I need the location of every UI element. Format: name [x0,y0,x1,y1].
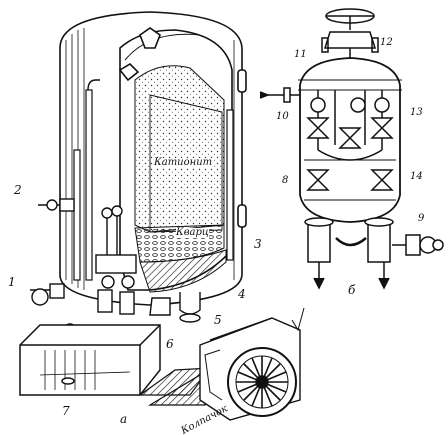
callout-3: 3 [254,237,262,251]
callout-6: 6 [166,337,174,351]
callout-10: 10 [276,111,289,122]
layer-label-quartz: Кварц [176,227,209,238]
callout-14: 14 [410,171,423,182]
callout-9: 9 [418,213,425,224]
callout-13: 13 [410,107,423,118]
callout-12: 12 [380,37,393,48]
filter-tank [59,11,247,306]
collection-tank [19,324,161,396]
schematic-section [259,8,444,290]
valve-assembly [30,198,201,342]
cap-detail [199,307,305,421]
callout-7: 7 [62,404,70,418]
callout-11: 11 [294,49,307,60]
figure-label-b: б [348,283,356,297]
callout-2: 2 [14,183,22,197]
callout-8: 8 [282,175,289,186]
figure-label-a: а [120,412,128,426]
callout-5: 5 [214,313,222,327]
callout-1: 1 [8,275,16,289]
callout-4: 4 [238,287,246,301]
layer-label-cathionite: Катионит [154,157,213,168]
